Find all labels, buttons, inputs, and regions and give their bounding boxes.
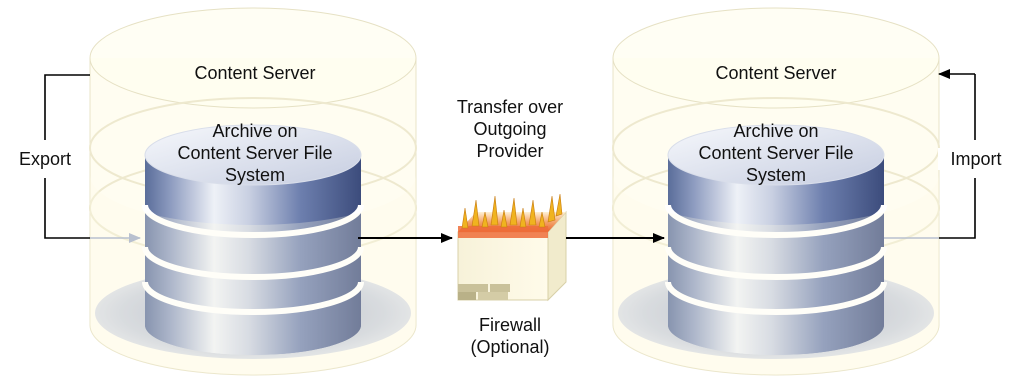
firewall-icon: [457, 193, 567, 302]
left-archive-line2: Content Server File: [177, 143, 333, 163]
transfer-line2: Outgoing: [473, 119, 547, 139]
right-archive-line1: Archive on: [733, 121, 819, 141]
right-content-server: [612, 7, 940, 376]
export-arrow: [44, 74, 141, 243]
left-archive-line1: Archive on: [212, 121, 298, 141]
import-arrow: [884, 69, 976, 239]
left-content-server: [89, 7, 417, 376]
right-archive-line2: Content Server File: [698, 143, 854, 163]
firewall-line2: (Optional): [470, 337, 550, 357]
right-archive-label: Archive on Content Server File System: [676, 120, 876, 186]
transfer-line1: Transfer over: [456, 97, 564, 117]
firewall-line1: Firewall: [478, 315, 541, 335]
right-archive-cylinder: [665, 124, 887, 355]
import-label: Import: [938, 148, 1014, 170]
transfer-label: Transfer over Outgoing Provider: [430, 96, 590, 162]
right-server-title: Content Server: [715, 63, 837, 83]
left-server-title: Content Server: [194, 63, 316, 83]
left-archive-label: Archive on Content Server File System: [155, 120, 355, 186]
firewall-label: Firewall (Optional): [440, 314, 580, 358]
left-archive-line3: System: [224, 165, 285, 185]
export-label: Export: [5, 148, 85, 170]
right-archive-line3: System: [745, 165, 806, 185]
left-archive-cylinder: [142, 124, 364, 355]
transfer-line3: Provider: [476, 141, 544, 161]
